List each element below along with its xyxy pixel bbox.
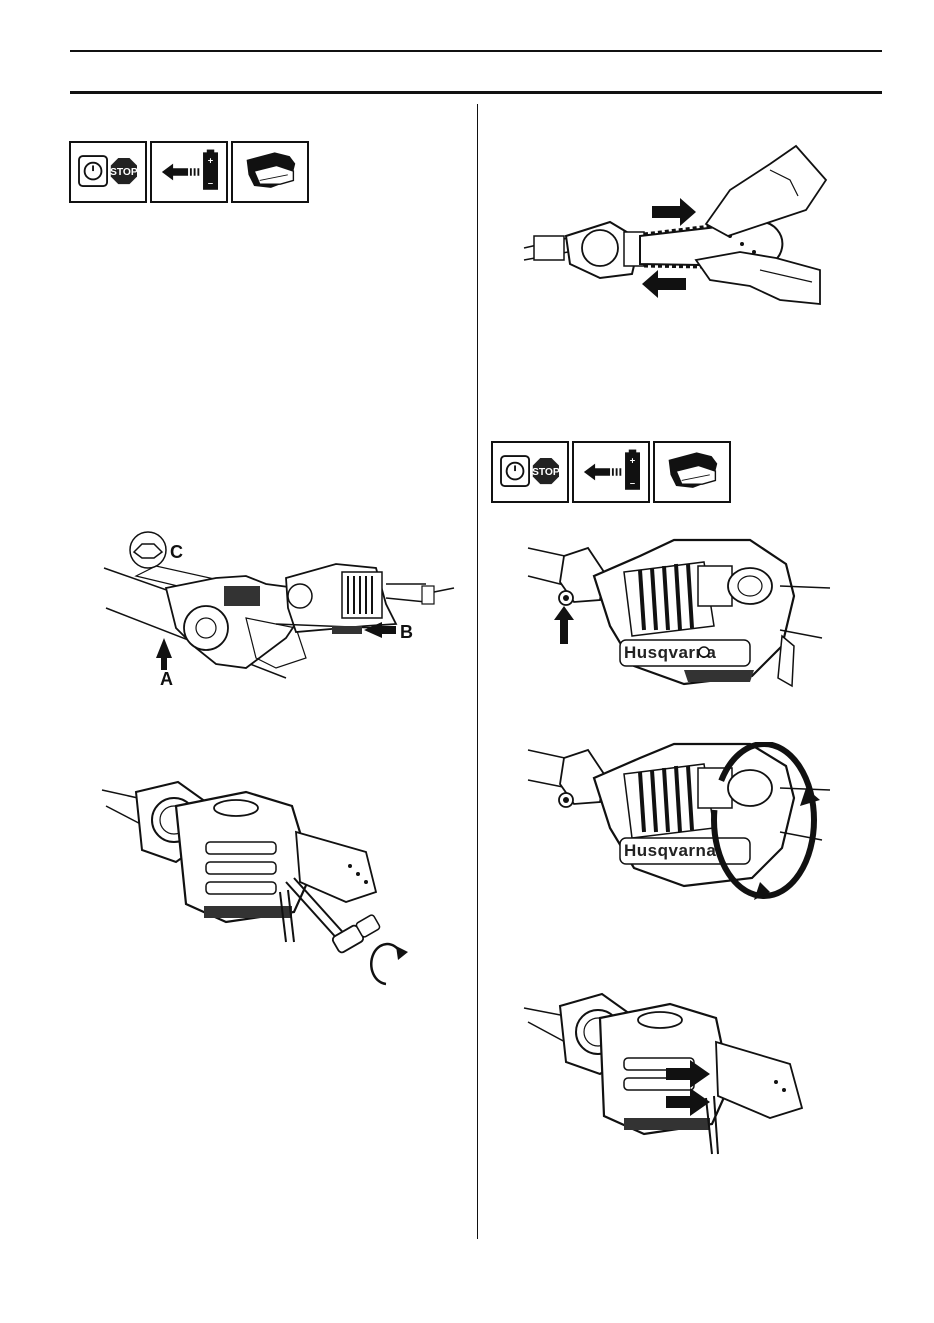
stop-label: STOP — [110, 167, 138, 178]
callout-b: B — [400, 622, 413, 642]
battery-minus: – — [630, 478, 635, 488]
stop-label: STOP — [532, 467, 560, 478]
figure-chain-tension: C A B — [96, 528, 456, 688]
callout-a: A — [160, 669, 173, 688]
battery-plus: + — [630, 456, 636, 466]
wear-gloves-icon — [653, 441, 731, 503]
figure-rotate-cover: Husqvarna — [524, 742, 844, 912]
stop-switch-icon: STOP — [69, 141, 147, 203]
battery-plus: + — [208, 156, 214, 166]
safety-icons-left: STOP + – — [69, 141, 309, 203]
figure-bar-nuts — [96, 762, 416, 992]
wear-gloves-icon — [231, 141, 309, 203]
column-divider — [477, 104, 478, 1239]
remove-battery-icon: + – — [150, 141, 228, 203]
header-rule-bottom — [70, 91, 882, 94]
battery-minus: – — [208, 178, 213, 188]
figure-bar-nuts-right — [520, 978, 840, 1168]
stop-switch-icon: STOP — [491, 441, 569, 503]
safety-icons-right: STOP + – — [491, 441, 731, 503]
remove-battery-icon: + – — [572, 441, 650, 503]
figure-gloved-chain — [520, 140, 840, 320]
callout-c: C — [170, 542, 183, 562]
brand-logo: Husqvarna — [624, 841, 716, 860]
rotate-ccw-icon — [371, 944, 408, 984]
header-rule-top — [70, 50, 882, 52]
figure-cover-screw: Husqvarna — [524, 526, 844, 696]
